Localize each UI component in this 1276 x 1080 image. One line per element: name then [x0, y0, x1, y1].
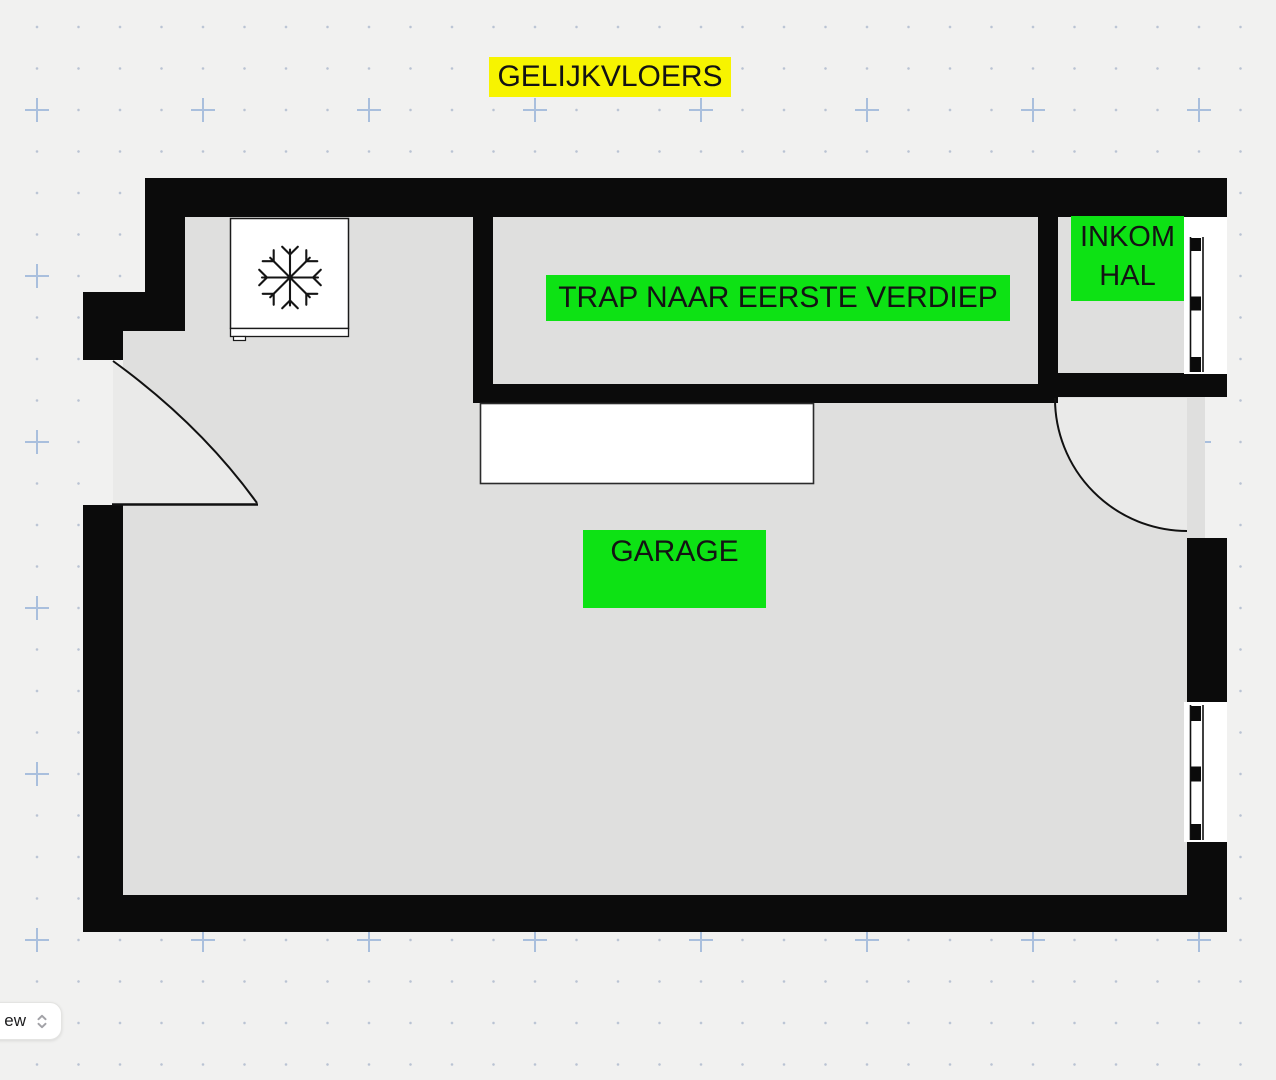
wall-left-step[interactable] [83, 292, 185, 331]
wall-bottom[interactable] [83, 895, 1227, 932]
walls[interactable] [83, 178, 1227, 932]
door-left[interactable] [112, 360, 258, 506]
grid-plus-icon [191, 928, 215, 952]
grid-plus-icon [1021, 98, 1045, 122]
grid-plus-icon [25, 264, 49, 288]
door-arc [1053, 397, 1188, 532]
door-swing-area-hall [1054, 398, 1187, 531]
grid-plus-icon [855, 98, 879, 122]
grid-plus-icon [357, 98, 381, 122]
grid-plus-icon [1187, 98, 1211, 122]
counter[interactable] [479, 402, 815, 485]
snowflake-icon [258, 245, 322, 310]
entrance-hall-label[interactable]: INKOM HAL [1071, 216, 1184, 301]
hall-label-line1: INKOM [1079, 221, 1176, 253]
plan-title-label[interactable]: GELIJKVLOERS [489, 57, 731, 97]
window-glazing-lines [1189, 705, 1204, 840]
grid-plus-icon [1187, 928, 1211, 952]
garage-room-label[interactable]: GARAGE [583, 530, 766, 608]
freezer[interactable] [229, 217, 350, 342]
window-side[interactable] [1184, 702, 1227, 842]
window-front[interactable] [1184, 217, 1227, 374]
freezer-handle [232, 335, 247, 342]
wall-hall-bottom[interactable] [1038, 373, 1227, 397]
wall-hall-left[interactable] [1038, 213, 1058, 397]
wall-top[interactable] [145, 178, 1227, 217]
window-mullions [1191, 238, 1201, 372]
wall-stair-left[interactable] [473, 213, 493, 403]
wall-left-lower[interactable] [83, 505, 123, 932]
window-mullions [1191, 706, 1201, 840]
hall-label-line2: HAL [1099, 260, 1156, 292]
grid-plus-icon [1021, 928, 1045, 952]
window-glazing-lines [1189, 237, 1204, 372]
wall-right-mid[interactable] [1187, 538, 1227, 705]
wall-stair-bottom[interactable] [473, 384, 1058, 403]
grid-plus-icon [855, 928, 879, 952]
door-hall[interactable] [1053, 397, 1188, 532]
grid-plus-icon [689, 928, 713, 952]
chevron-up-down-icon [37, 1014, 47, 1028]
grid-plus-icon [191, 98, 215, 122]
grid-plus-icon [25, 596, 49, 620]
door-arc [112, 360, 258, 504]
grid-plus-icon [25, 762, 49, 786]
grid-plus-icon [523, 98, 547, 122]
grid-plus-icon [689, 98, 713, 122]
wall-right-lower[interactable] [1187, 840, 1227, 932]
door-swing-area-left [113, 361, 257, 503]
freezer-door [229, 327, 350, 338]
grid-plus-icon [25, 430, 49, 454]
grid-plus-icon [357, 928, 381, 952]
grid-plus-icon [523, 928, 547, 952]
view-selector[interactable]: ew [0, 1002, 62, 1040]
wall-left-stub[interactable] [83, 331, 123, 360]
view-selector-label: ew [4, 1011, 26, 1030]
stairs-room-label[interactable]: TRAP NAAR EERSTE VERDIEP [546, 275, 1010, 321]
grid-plus-icon [25, 98, 49, 122]
grid-plus-icon [25, 928, 49, 952]
